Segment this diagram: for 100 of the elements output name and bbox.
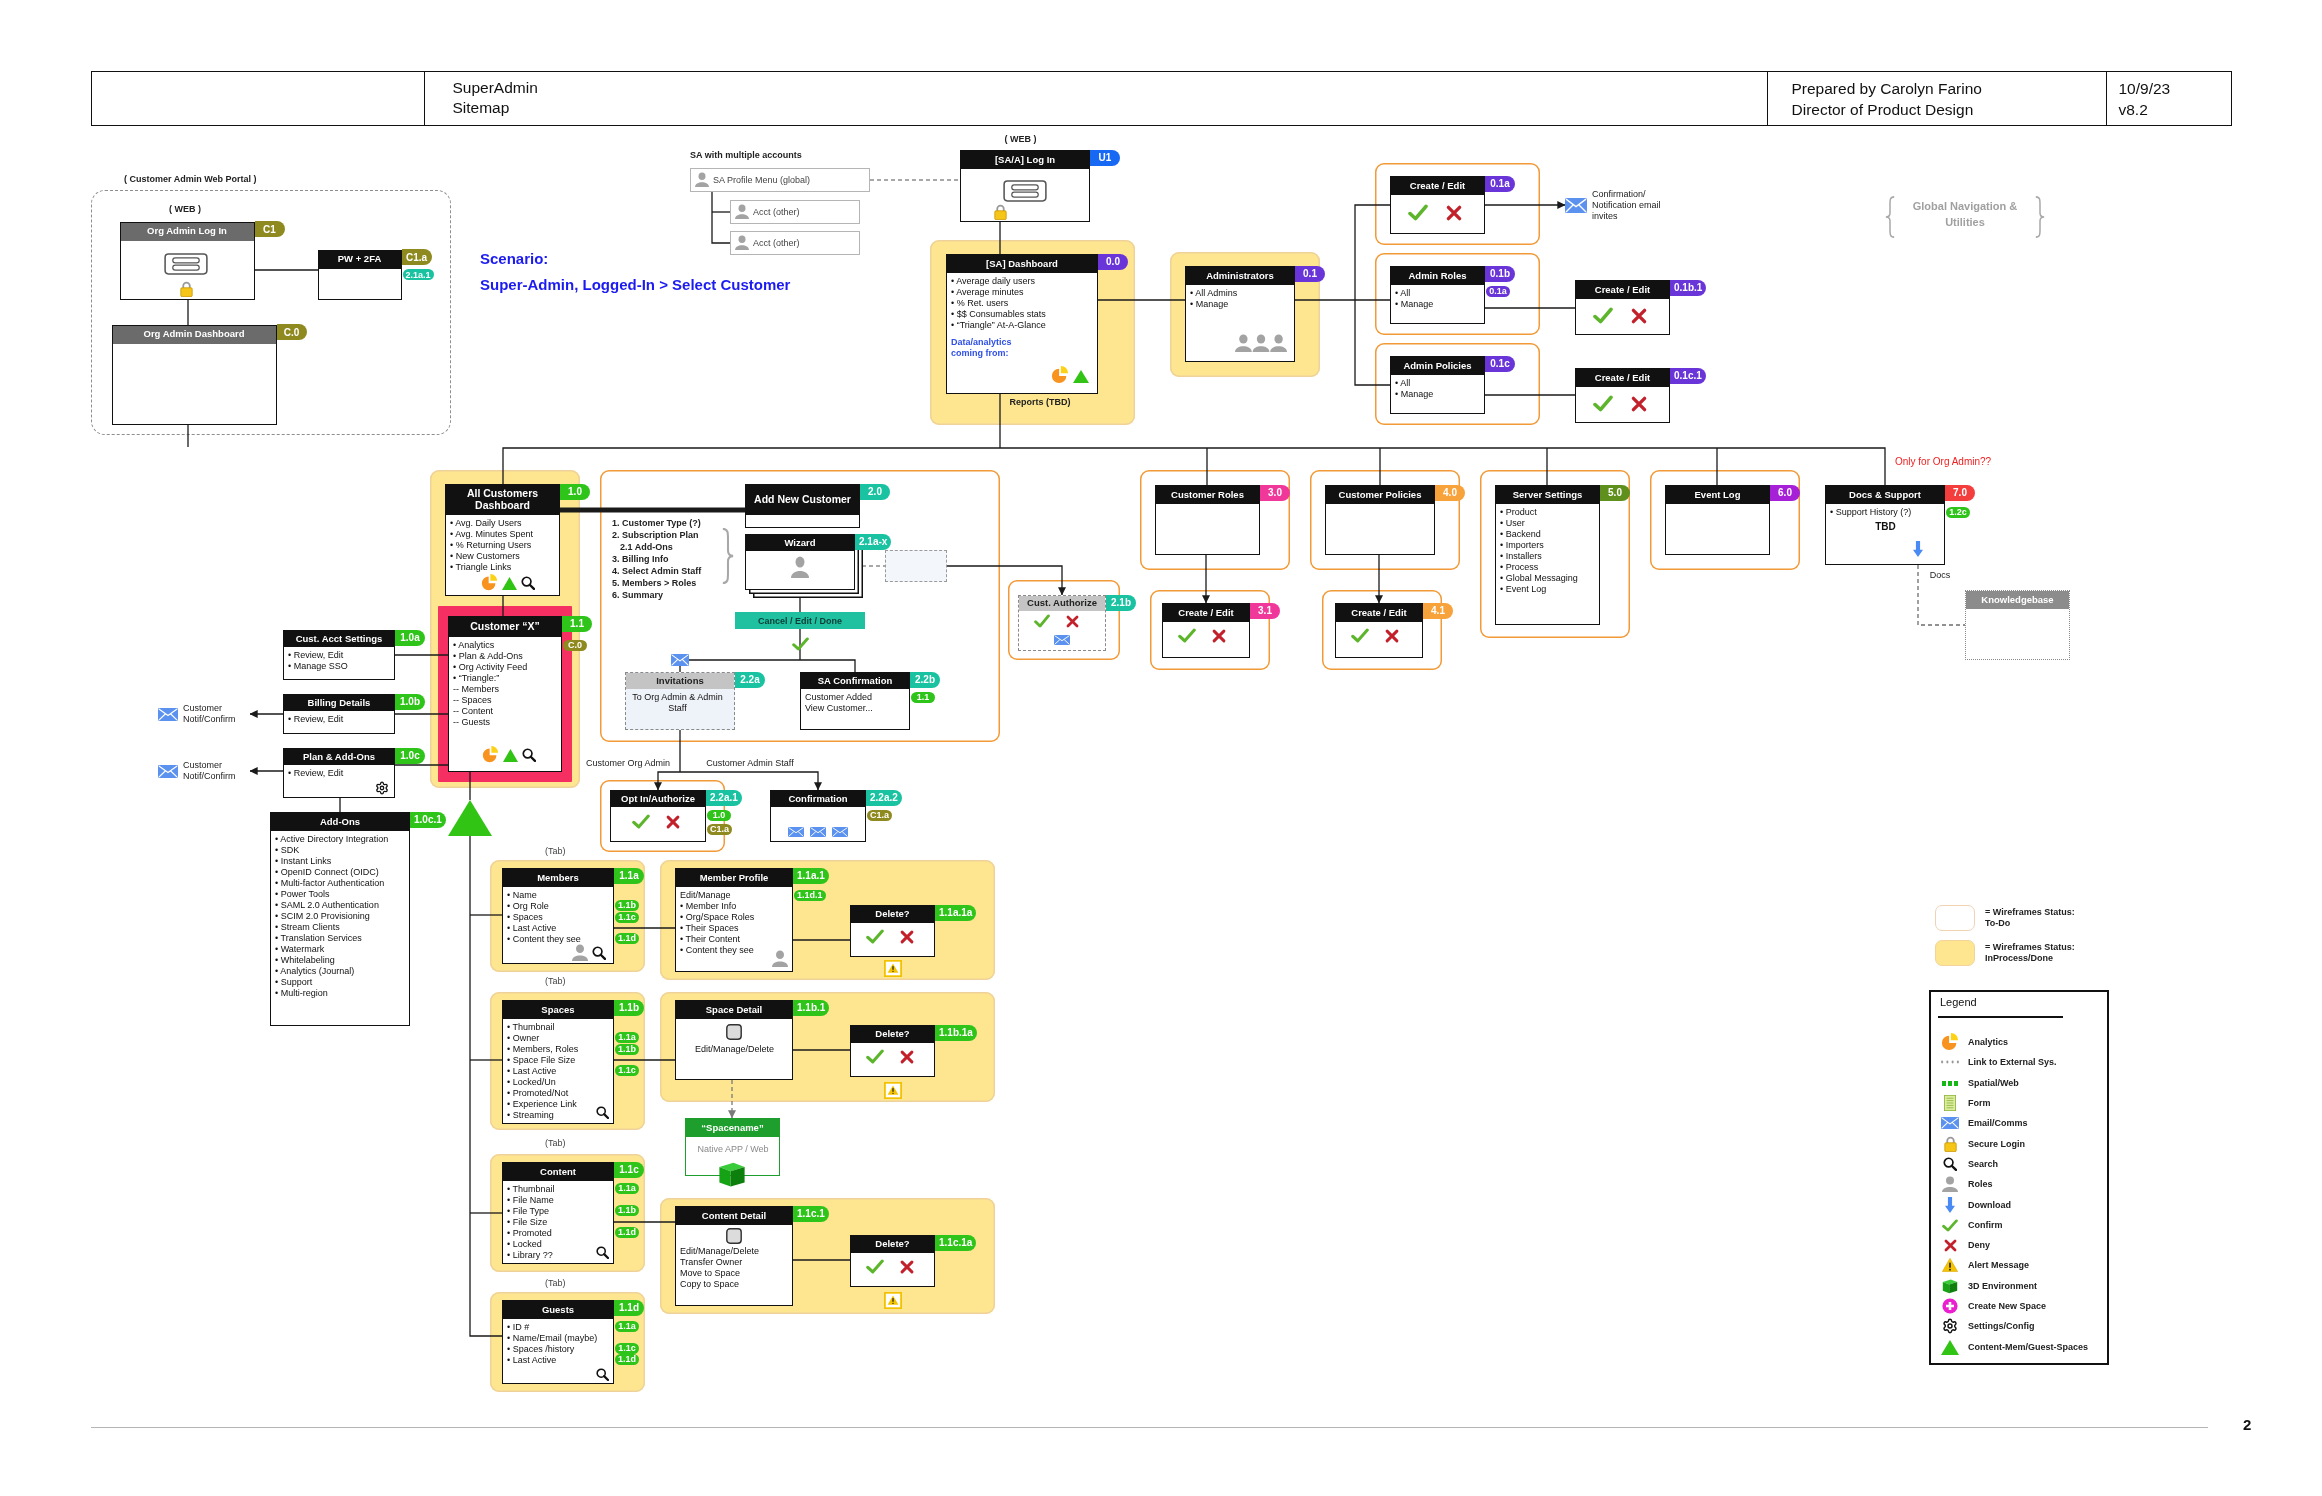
- id-tag: 2.0: [860, 483, 890, 500]
- caption-text: ( WEB ): [1004, 133, 1037, 145]
- id-tag: 2.2a.2: [866, 789, 902, 806]
- warning-note: Only for Org Admin??: [1895, 456, 1992, 468]
- legend-label: = Wireframes Status: To-Do: [1985, 907, 2076, 929]
- card-text: -- Content: [453, 706, 495, 717]
- ref-tag: 1.0: [707, 809, 731, 821]
- connector-line: [1354, 204, 1391, 301]
- ref-tag: 1.2c: [1946, 506, 1970, 518]
- legend-label: Form: [1968, 1097, 1991, 1109]
- connector-line: [1379, 447, 1381, 486]
- card-text: • Last Active: [507, 1066, 558, 1077]
- connector-line: [792, 939, 851, 941]
- card-title: Delete?: [851, 906, 934, 923]
- connector-line: [799, 628, 801, 661]
- card-title: Administrators: [1186, 267, 1294, 285]
- card-text: • Avg. Minutes Spent: [450, 529, 535, 540]
- card-text: • New Customers: [450, 551, 521, 562]
- card-text: View Customer...: [805, 703, 874, 714]
- connector-line: [999, 447, 1208, 449]
- ref-tag: 1.1c: [615, 1064, 639, 1076]
- card-text: • Avg. Daily Users: [450, 518, 523, 529]
- connector-line: [394, 713, 449, 715]
- card-text: • % Returning Users: [450, 540, 533, 551]
- connector-line: [1354, 299, 1391, 386]
- page-card: [685, 1118, 780, 1176]
- status-frame: [490, 860, 645, 972]
- card-text: -- Members: [453, 684, 500, 695]
- card-text: • All Admins: [1190, 288, 1239, 299]
- legend-label: 3D Environment: [1968, 1280, 2037, 1292]
- card-text: • Product: [1500, 507, 1538, 518]
- connector-line: [1206, 447, 1381, 449]
- status-frame: [660, 992, 995, 1102]
- connector-line: [792, 1259, 851, 1261]
- card-text: • Locked/Un: [507, 1077, 557, 1088]
- frame-heading: ( Customer Admin Web Portal ): [124, 174, 257, 184]
- card-text: Copy to Space: [680, 1279, 741, 1290]
- id-tag: 5.0: [1600, 484, 1630, 501]
- id-tag: 2.1a-x: [855, 533, 892, 550]
- action-bar: Cancel / Edit / Done: [735, 612, 865, 629]
- card-text: • All: [1395, 378, 1412, 389]
- arrow: [679, 771, 822, 791]
- page-title: SuperAdmin Sitemap: [452, 77, 539, 118]
- card-title: [SA] Dashboard: [947, 255, 1097, 273]
- id-tag: 0.1: [1295, 265, 1325, 282]
- card-title: Confirmation: [771, 791, 865, 807]
- connector-line: [469, 1059, 471, 1214]
- legend-label: Roles: [1968, 1178, 1993, 1190]
- card-text: Customer Added: [805, 692, 874, 703]
- ref-tag: 1.1d.1: [794, 889, 826, 901]
- connector-line: [1206, 447, 1208, 486]
- connector-line: [469, 914, 503, 916]
- scenario-text: Super-Admin, Logged-In > Select Customer: [480, 276, 791, 294]
- section-heading: Global Navigation & Utilities: [1911, 199, 2019, 230]
- connector-line: [339, 797, 341, 813]
- card-title: Create / Edit: [1391, 177, 1484, 195]
- arrow: [946, 565, 1066, 596]
- card-text: • OpenID Connect (OIDC): [275, 867, 380, 878]
- connector-line: [711, 191, 713, 213]
- card-text: • Review, Edit: [288, 650, 345, 661]
- card-text: To Org Admin & Admin Staff: [631, 692, 724, 714]
- status-frame: [1375, 253, 1540, 335]
- card-title: Billing Details: [284, 695, 394, 711]
- card-title: Knowledgebase: [1966, 591, 2069, 609]
- ref-tag: 1.1a: [615, 1182, 639, 1194]
- connector-line: [469, 1212, 503, 1337]
- id-tag: 7.0: [1945, 484, 1975, 501]
- card-text: • Name: [507, 890, 538, 901]
- card-text: • Promoted/Not: [507, 1088, 570, 1099]
- card-text: • Streaming: [507, 1110, 555, 1121]
- card-title: [SA/A] Log In: [961, 151, 1089, 169]
- legend-label: Download: [1968, 1199, 2011, 1211]
- connector-line: [711, 211, 731, 213]
- page-number: 2: [2243, 1416, 2252, 1434]
- card-text: • Process: [1500, 562, 1540, 573]
- id-tag: C1: [254, 221, 285, 237]
- card-text: • File Name: [507, 1195, 555, 1206]
- header-text: Prepared by Carolyn Farino: [1791, 78, 1982, 98]
- card-text: • Thumbnail: [507, 1184, 556, 1195]
- card-text: • Average daily users: [951, 276, 1037, 287]
- card-title: Add-Ons: [271, 813, 409, 831]
- card-title: Create / Edit: [1576, 281, 1669, 299]
- ref-tag: 1.1a: [615, 1031, 639, 1043]
- card-title: Create / Edit: [1336, 604, 1422, 622]
- note-text: Customer Notif/Confirm: [183, 760, 237, 782]
- card-title: Content: [503, 1163, 613, 1181]
- note-text: Customer Notif/Confirm: [183, 703, 237, 725]
- id-tag: 6.0: [1770, 484, 1800, 501]
- id-tag: 1.0b: [395, 693, 425, 710]
- status-frame: [930, 240, 1135, 425]
- card-text: • Last Active: [507, 1355, 558, 1366]
- card-text: • Analytics (Journal): [275, 966, 356, 977]
- ref-tag: 1.1b: [615, 1043, 639, 1055]
- ref-tag: 1.1c: [615, 911, 639, 923]
- connector-line: [1379, 447, 1548, 449]
- connector-line: [1546, 447, 1548, 486]
- connector-line: [613, 1221, 676, 1223]
- status-frame: [1140, 470, 1290, 570]
- card-text: • Their Spaces: [680, 923, 740, 934]
- card-text: • Watermark: [275, 944, 326, 955]
